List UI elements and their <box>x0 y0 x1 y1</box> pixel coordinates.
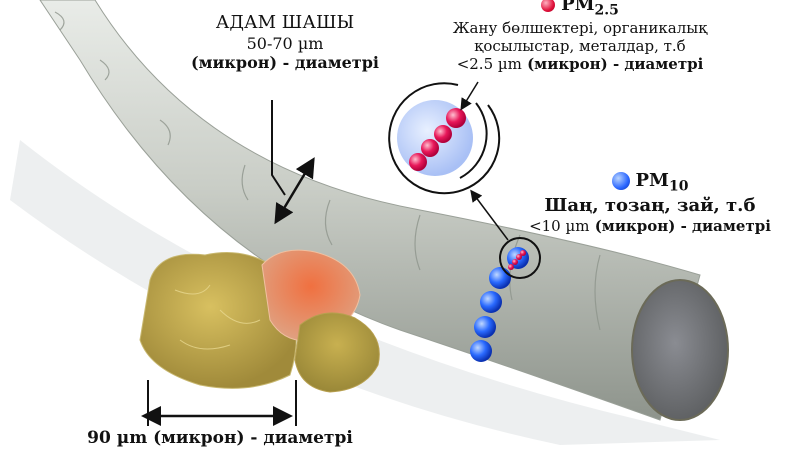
pm10-size-line: <10 µm (микрон) - диаметрі <box>520 217 780 235</box>
pm10-desc: (микрон) - диаметрі <box>589 216 771 235</box>
pm10-name: PM <box>635 170 669 191</box>
pm25-line1: Жану бөлшектері, органикалық <box>452 19 708 38</box>
pm10-sub: 10 <box>668 178 689 195</box>
pm10-particles <box>470 247 529 362</box>
pm25-sub: 2.5 <box>594 2 619 19</box>
hair-label: АДАМ ШАШЫ 50-70 µm (микрон) - диаметрі <box>170 12 400 72</box>
red-particle-icon <box>541 0 556 12</box>
pm25-title: PM2.5 <box>425 0 735 19</box>
pm25-line2: қосылыстар, металдар, т.б <box>474 37 686 56</box>
pm10-title: PM10 <box>520 170 780 195</box>
pm25-desc: (микрон) - диаметрі <box>521 55 704 74</box>
hair-desc: (микрон) - диаметрі <box>191 52 379 72</box>
pm25-label: PM2.5 Жану бөлшектері, органикалық қосыл… <box>425 0 735 73</box>
pm10-size: <10 µm <box>529 216 590 235</box>
hair-title: АДАМ ШАШЫ <box>215 12 355 33</box>
pm10-line1: Шаң, тозаң, зай, т.б <box>544 195 756 217</box>
pm25-size: <2.5 µm <box>456 55 522 74</box>
pm25-size-line: <2.5 µm (микрон) - диаметрі <box>425 55 735 73</box>
hair-size: 50-70 µm <box>246 33 324 53</box>
blue-particle-icon <box>611 172 630 190</box>
hair-cross-section <box>631 279 729 421</box>
sand-caption: 90 µm (микрон) - диаметрі <box>87 428 353 448</box>
pm25-name: PM <box>561 0 595 15</box>
pm10-label: PM10 Шаң, тозаң, зай, т.б <10 µm (микрон… <box>520 170 780 235</box>
sand-grains <box>139 249 380 393</box>
pm25-particles <box>409 108 466 171</box>
